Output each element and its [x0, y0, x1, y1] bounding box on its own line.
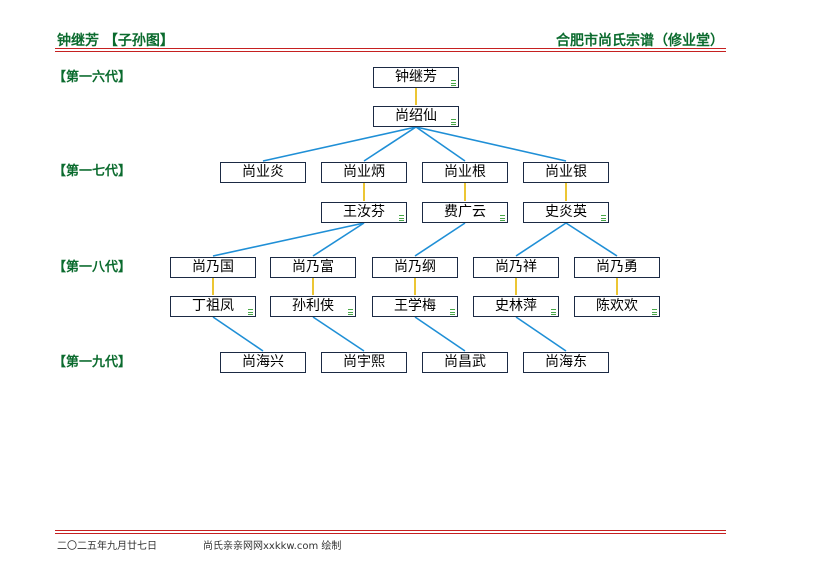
person-box-shi-linping[interactable]: 史林萍	[473, 296, 559, 317]
footer-rule-top	[55, 530, 726, 531]
record-icon	[451, 119, 456, 125]
record-icon	[248, 309, 253, 315]
child-link	[415, 126, 567, 162]
person-name: 王学梅	[394, 298, 436, 314]
person-name: 王汝芬	[343, 204, 385, 220]
person-name: 尚宇熙	[343, 354, 385, 370]
record-icon	[500, 215, 505, 221]
footer-credit: 尚氏亲亲网网xxkkw.com 绘制	[203, 541, 342, 552]
person-name: 史炎英	[545, 204, 587, 220]
person-box-shang-naiguo[interactable]: 尚乃国	[170, 257, 256, 278]
person-box-shang-naigang[interactable]: 尚乃纲	[372, 257, 458, 278]
record-icon	[450, 309, 455, 315]
footer-rule-bottom	[55, 533, 726, 534]
record-icon	[451, 80, 456, 86]
person-name: 尚海兴	[242, 354, 284, 370]
record-icon	[348, 309, 353, 315]
child-link	[415, 126, 466, 162]
child-link	[212, 222, 365, 257]
record-icon	[652, 309, 657, 315]
person-name: 尚业银	[545, 164, 587, 180]
person-name: 丁祖凤	[192, 298, 234, 314]
person-name: 尚业炎	[242, 164, 284, 180]
record-icon	[601, 215, 606, 221]
header-rule-top	[55, 48, 726, 49]
person-box-shang-naifu[interactable]: 尚乃富	[270, 257, 356, 278]
person-box-wang-rufen[interactable]: 王汝芬	[321, 202, 407, 223]
person-box-shang-naixiang[interactable]: 尚乃祥	[473, 257, 559, 278]
person-box-shang-yeyan[interactable]: 尚业炎	[220, 162, 306, 183]
person-box-shi-yanying[interactable]: 史炎英	[523, 202, 609, 223]
person-box-wang-xuemei[interactable]: 王学梅	[372, 296, 458, 317]
record-icon	[551, 309, 556, 315]
child-link	[414, 316, 466, 352]
person-box-fei-guangyun[interactable]: 费广云	[422, 202, 508, 223]
person-name: 孙利侠	[292, 298, 334, 314]
person-name: 尚乃纲	[394, 259, 436, 275]
generation-label-19: 【第一九代】	[53, 355, 132, 370]
person-name: 尚业根	[444, 164, 486, 180]
person-box-ding-zufeng[interactable]: 丁祖凤	[170, 296, 256, 317]
generation-label-16: 【第一六代】	[53, 70, 132, 85]
person-box-shang-changwu[interactable]: 尚昌武	[422, 352, 508, 373]
child-link	[312, 316, 365, 352]
person-box-shang-haixing[interactable]: 尚海兴	[220, 352, 306, 373]
child-link	[363, 126, 417, 162]
child-link	[515, 222, 567, 257]
child-link	[515, 316, 567, 352]
person-box-shang-yebing[interactable]: 尚业炳	[321, 162, 407, 183]
person-name: 史林萍	[495, 298, 537, 314]
person-box-shang-shaoxian[interactable]: 尚绍仙	[373, 106, 459, 127]
person-box-sun-lixia[interactable]: 孙利侠	[270, 296, 356, 317]
person-name: 钟继芳	[395, 69, 437, 85]
page-title: 钟继芳 【子孙图】	[57, 33, 174, 49]
genealogy-title: 合肥市尚氏宗谱（修业堂）	[556, 33, 724, 49]
header-rule-bottom	[55, 51, 726, 52]
person-box-shang-yuxi[interactable]: 尚宇熙	[321, 352, 407, 373]
person-name: 陈欢欢	[596, 298, 638, 314]
person-box-chen-huanhuan[interactable]: 陈欢欢	[574, 296, 660, 317]
person-name: 尚海东	[545, 354, 587, 370]
record-icon	[399, 215, 404, 221]
generation-label-18: 【第一八代】	[53, 260, 132, 275]
person-name: 尚乃富	[292, 259, 334, 275]
person-name: 尚乃祥	[495, 259, 537, 275]
person-box-shang-haidong[interactable]: 尚海东	[523, 352, 609, 373]
person-box-shang-naiyong[interactable]: 尚乃勇	[574, 257, 660, 278]
generation-label-17: 【第一七代】	[53, 164, 132, 179]
person-name: 尚乃国	[192, 259, 234, 275]
child-link	[262, 126, 417, 162]
person-name: 尚乃勇	[596, 259, 638, 275]
person-name: 尚业炳	[343, 164, 385, 180]
child-link	[414, 222, 466, 257]
person-name: 尚昌武	[444, 354, 486, 370]
person-box-shang-yegen[interactable]: 尚业根	[422, 162, 508, 183]
child-link	[212, 316, 264, 352]
footer-date: 二〇二五年九月廿七日	[57, 541, 157, 552]
person-box-zhong-jifang[interactable]: 钟继芳	[373, 67, 459, 88]
child-link	[312, 222, 365, 257]
child-link	[565, 222, 618, 257]
person-name: 费广云	[444, 204, 486, 220]
person-box-shang-yeyin[interactable]: 尚业银	[523, 162, 609, 183]
person-name: 尚绍仙	[395, 108, 437, 124]
